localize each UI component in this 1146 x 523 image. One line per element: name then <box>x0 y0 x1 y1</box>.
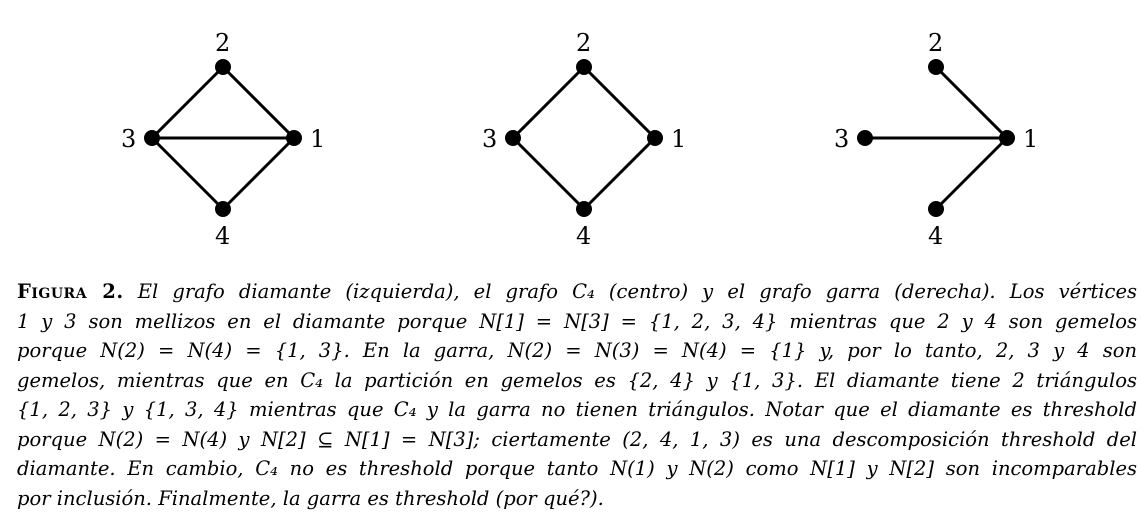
edge-4-1 <box>582 136 657 211</box>
vertex-3 <box>857 130 873 146</box>
caption-line-4: gemelos, mientras que en C₄ la partición… <box>17 368 1137 392</box>
figure-graphs: 1 2 3 4 1 2 3 4 1 2 3 4 <box>121 29 1038 250</box>
vertex-1 <box>999 130 1015 146</box>
edge-1-4 <box>934 136 1009 211</box>
vertex-label-4: 4 <box>928 222 943 250</box>
vertex-label-4: 4 <box>576 222 591 250</box>
edge-1-2 <box>934 65 1009 140</box>
vertex-3 <box>144 130 160 146</box>
caption-line-7: diamante. En cambio, C₄ no es threshold … <box>17 457 1137 480</box>
caption-text-1: El grafo diamante (izquierda), el grafo … <box>137 280 1137 303</box>
caption-line-6: porque N(2) = N(4) y N[2] ⊆ N[1] = N[3];… <box>17 427 1137 451</box>
vertex-label-2: 2 <box>576 29 591 57</box>
vertex-1 <box>647 130 663 146</box>
vertex-label-2: 2 <box>928 29 943 57</box>
caption-line-2: 1 y 3 son mellizos en el diamante porque… <box>17 309 1137 333</box>
edge-2-3 <box>511 65 586 140</box>
vertex-3 <box>505 130 521 146</box>
vertex-label-1: 1 <box>1023 125 1038 153</box>
vertex-label-2: 2 <box>215 29 230 57</box>
vertex-1 <box>286 130 302 146</box>
vertex-2 <box>215 59 231 75</box>
edge-2-3 <box>150 65 225 140</box>
caption-line-8: por inclusión. Finalmente, la garra es t… <box>17 486 604 510</box>
edge-3-4 <box>511 136 586 211</box>
vertex-2 <box>576 59 592 75</box>
graph-diamante: 1 2 3 4 <box>121 29 325 250</box>
vertex-label-3: 3 <box>834 125 849 153</box>
graph-c4: 1 2 3 4 <box>482 29 686 250</box>
vertex-label-3: 3 <box>121 125 136 153</box>
edge-3-4 <box>150 136 225 211</box>
vertex-label-1: 1 <box>310 125 325 153</box>
figure-label: Figura 2. <box>17 280 124 303</box>
figure-caption: Figura 2. El grafo diamante (izquierda),… <box>17 277 1137 513</box>
vertex-label-3: 3 <box>482 125 497 153</box>
vertex-4 <box>928 201 944 217</box>
vertex-label-1: 1 <box>671 125 686 153</box>
caption-line-1: Figura 2. El grafo diamante (izquierda),… <box>17 277 1137 307</box>
vertex-label-4: 4 <box>215 222 230 250</box>
edge-1-2 <box>582 65 657 140</box>
vertex-4 <box>215 201 231 217</box>
caption-line-3: porque N(2) = N(4) = {1, 3}. En la garra… <box>17 339 1137 362</box>
edge-4-1 <box>221 136 296 211</box>
caption-line-5: {1, 2, 3} y {1, 3, 4} mientras que C₄ y … <box>17 398 1137 421</box>
vertex-2 <box>928 59 944 75</box>
vertex-4 <box>576 201 592 217</box>
edge-1-2 <box>221 65 296 140</box>
graph-garra: 1 2 3 4 <box>834 29 1038 250</box>
